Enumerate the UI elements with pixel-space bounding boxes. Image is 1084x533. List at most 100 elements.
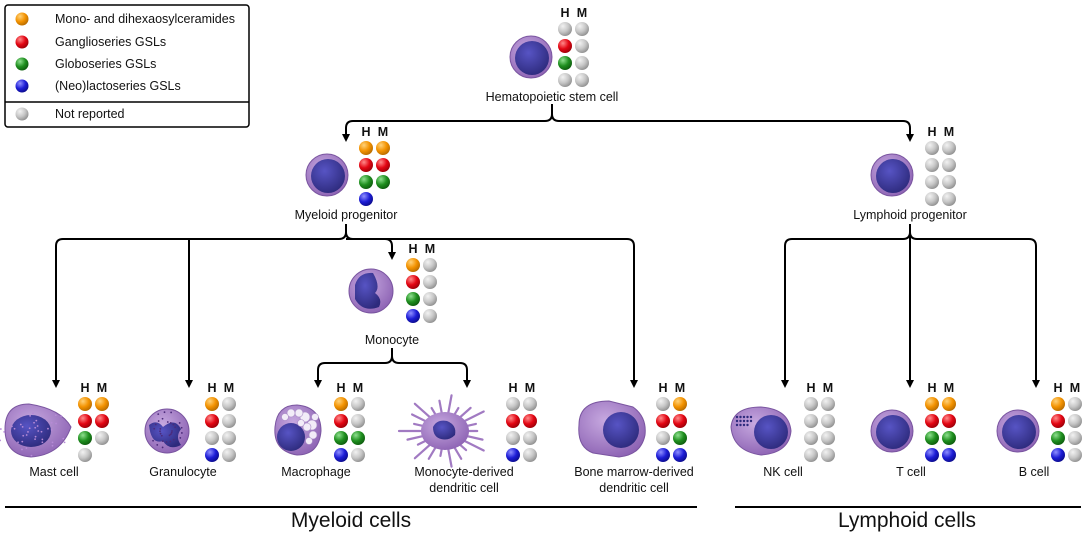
h-red-dot <box>205 414 219 428</box>
h-green-dot <box>334 431 348 445</box>
h-red-dot <box>406 275 420 289</box>
granule <box>170 411 173 414</box>
arrow-to-bm-dc <box>345 231 638 388</box>
m-header: M <box>425 242 435 256</box>
m-grey-dot <box>575 56 589 70</box>
granule <box>34 426 37 429</box>
h-header: H <box>560 6 569 20</box>
h-red-dot <box>925 414 939 428</box>
granule <box>169 440 172 443</box>
h-blue-dot <box>1051 448 1065 462</box>
m-green-dot <box>673 431 687 445</box>
m-header: M <box>944 381 954 395</box>
legend-orange-dot <box>15 12 29 26</box>
granule <box>180 432 183 434</box>
granule <box>161 417 164 420</box>
cell-label: Monocyte-derived <box>414 465 513 479</box>
m-grey-dot <box>423 309 437 323</box>
m-grey-dot <box>942 192 956 206</box>
h-red-dot <box>558 39 572 53</box>
granule <box>161 446 164 449</box>
h-orange-dot <box>1051 397 1065 411</box>
m-header: M <box>675 381 685 395</box>
arrow-to-nk-cell <box>781 224 911 388</box>
h-green-dot <box>925 431 939 445</box>
h-grey-dot <box>506 431 520 445</box>
granule <box>41 441 44 444</box>
m-red-dot <box>376 158 390 172</box>
m-green-dot <box>351 431 365 445</box>
m-grey-dot <box>351 448 365 462</box>
legend-box <box>4 4 250 128</box>
m-green-dot <box>376 175 390 189</box>
granule <box>739 423 742 427</box>
cell-label: Mast cell <box>29 465 78 479</box>
granule <box>157 413 160 416</box>
m-grey-dot <box>222 397 236 411</box>
h-green-dot <box>359 175 373 189</box>
legend-grey-dot <box>15 107 29 121</box>
granule <box>160 434 163 437</box>
legend-label-neolacto: (Neo)lactoseries GSLs <box>55 79 181 93</box>
h-grey-dot <box>205 431 219 445</box>
m-red-dot <box>523 414 537 428</box>
myeloid-group-label: Myeloid cells <box>291 509 411 532</box>
vacuole <box>297 419 305 427</box>
granule <box>51 441 54 444</box>
h-red-dot <box>1051 414 1065 428</box>
h-grey-dot <box>78 448 92 462</box>
granule <box>35 419 38 422</box>
m-grey-dot <box>575 73 589 87</box>
h-grey-dot <box>656 431 670 445</box>
m-grey-dot <box>222 431 236 445</box>
granule <box>735 423 739 427</box>
h-green-dot <box>558 56 572 70</box>
cell-nucleus <box>876 159 910 193</box>
arrow-to-b-cell <box>909 231 1040 388</box>
h-orange-dot <box>925 397 939 411</box>
h-blue-dot <box>656 448 670 462</box>
h-blue-dot <box>406 309 420 323</box>
granule <box>172 438 175 441</box>
m-grey-dot <box>523 431 537 445</box>
m-header: M <box>1070 381 1080 395</box>
m-grey-dot <box>1068 448 1082 462</box>
h-grey-dot <box>804 414 818 428</box>
vacuole <box>311 413 319 421</box>
cell-label: Hematopoietic stem cell <box>486 90 619 104</box>
legend-green-dot <box>15 57 29 71</box>
m-grey-dot <box>821 448 835 462</box>
granule <box>154 423 157 426</box>
vacuole <box>302 422 312 432</box>
granule <box>19 423 22 426</box>
cell-nucleus <box>311 159 345 193</box>
m-grey-dot <box>821 414 835 428</box>
m-grey-dot <box>1068 414 1082 428</box>
cell-nucleus <box>11 415 51 447</box>
legend-label-ganglio: Ganglioseries GSLs <box>55 35 166 49</box>
lineage-connectors <box>52 104 1040 388</box>
arrow-to-lymphoid-progenitor <box>551 113 914 142</box>
h-header: H <box>80 381 89 395</box>
vacuole <box>308 430 318 440</box>
granule <box>739 415 742 419</box>
granule <box>11 425 13 428</box>
cell-label: Lymphoid progenitor <box>853 208 967 222</box>
cell-label: dendritic cell <box>429 481 498 495</box>
h-orange-dot <box>406 258 420 272</box>
cell-nucleus <box>515 41 549 75</box>
vacuole <box>294 408 304 418</box>
granule <box>169 433 172 436</box>
m-red-dot <box>942 414 956 428</box>
granule <box>749 419 753 423</box>
m-grey-dot <box>1068 431 1082 445</box>
legend-red-dot <box>15 35 29 49</box>
granule <box>37 430 40 432</box>
arrow-to-monocyte <box>346 238 396 260</box>
